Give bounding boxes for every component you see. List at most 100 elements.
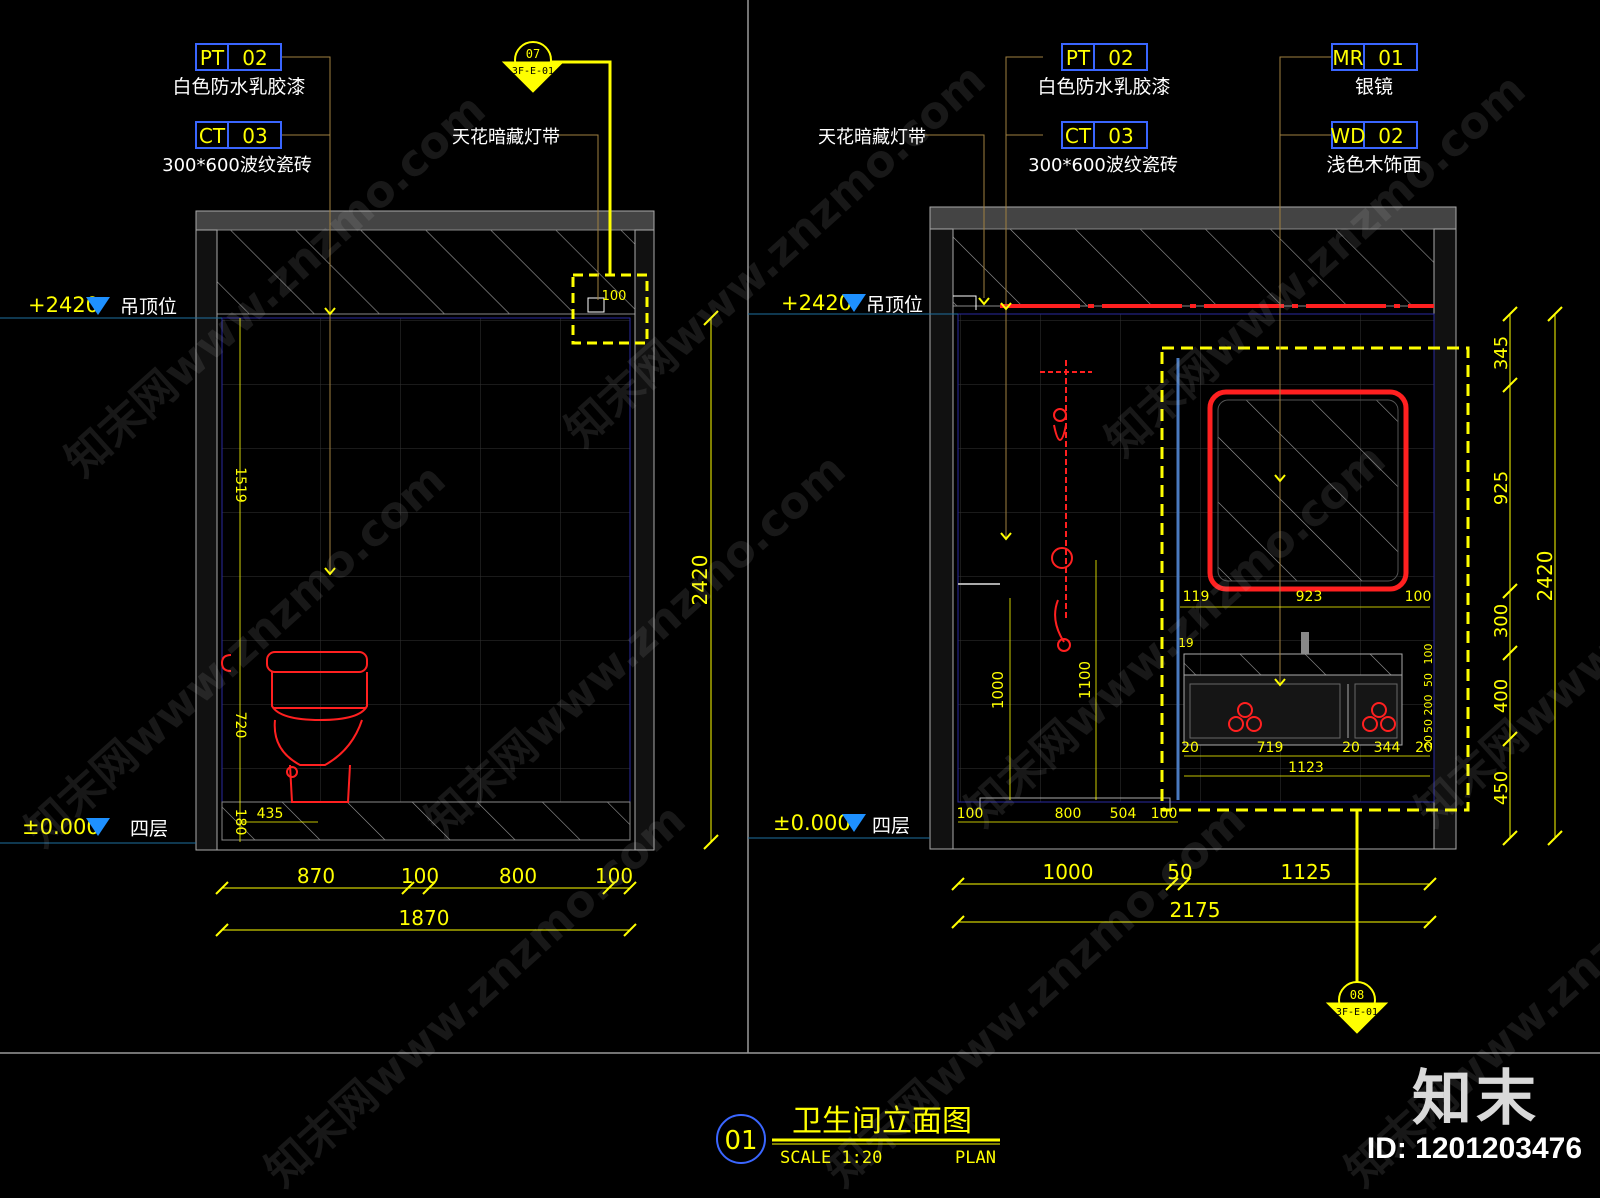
left-cove-dim: 100 [602,289,627,304]
left-ceiling-level-label: 吊顶位 [120,296,177,318]
right-vdim-5: 450 [1491,771,1512,805]
left-leader-light [558,134,599,300]
left-tag-ct-num: 03 [242,124,267,148]
shower-curb [979,797,1171,810]
shower-dim-2: 1100 [1076,661,1094,699]
right-vdim-1: 345 [1491,336,1512,370]
vanity-cabinet [1183,674,1403,746]
right-ceiling-slab [929,206,1457,230]
left-callout-num: 07 [526,47,540,61]
vanity-total: 1123 [1288,760,1324,776]
right-detail-box [1160,346,1470,812]
right-hdim-3: 1125 [1281,860,1332,884]
mirror-dim-2: 923 [1296,589,1323,605]
tissue-holder [220,654,232,672]
title-scale: SCALE 1:20 [780,1148,882,1168]
right-callout-num: 08 [1350,988,1364,1002]
left-leader-ct [281,134,331,575]
left-hdim-1: 870 [297,864,335,888]
vanity-countertop [1183,653,1403,676]
left-tag-pt-code: PT [200,46,225,70]
mirror-glass [1217,399,1399,582]
right-tag-wd-code: WD [1330,124,1365,148]
mirror-dim-1: 119 [1183,589,1210,605]
towels [1228,702,1396,732]
side-dim-5: 50 [1422,719,1435,733]
right-overall-width: 2175 [1170,898,1221,922]
left-floor-level-label: 四层 [130,818,168,840]
right-tag-mr: MR 01 银镜 [1331,43,1418,98]
floor-dim-4: 100 [1151,806,1178,822]
right-light-cove [953,295,977,310]
right-tag-wd-desc: 浅色木饰面 [1326,154,1421,176]
left-callout-line [548,60,612,275]
right-wall-right [1433,228,1457,850]
right-tag-mr-num: 01 [1378,46,1403,70]
right-leader-ct [1005,134,1043,540]
right-vdim-4: 400 [1491,679,1512,713]
left-detail-callout: 07 3F-E-01 [501,41,565,93]
right-tag-ct: CT 03 300*600波纹瓷砖 [1028,121,1178,176]
left-tag-ct-code: CT [199,124,226,148]
vanity-dim-5: 20 [1415,740,1433,756]
right-tag-mr-code: MR [1332,46,1363,70]
right-ceiling-level-value: +2420 [781,291,852,315]
left-overall-width: 1870 [399,906,450,930]
floor-dim-3: 504 [1110,806,1137,822]
mirror-frame [1207,389,1409,592]
side-dim-3: 50 [1422,673,1435,687]
left-hdim-3: 800 [499,864,537,888]
brand-id: ID: 1201203476 [1366,1132,1582,1165]
right-callout-sheet: 3F-E-01 [1336,1007,1378,1018]
left-ceiling-level-icon [86,297,110,315]
title-number: 01 [724,1126,757,1156]
left-ceiling-level-value: +2420 [28,293,99,317]
side-dim-2: 100 [1422,644,1435,665]
right-floor-level-value: ±0.000 [773,811,851,835]
left-vdim-upper: 1519 [232,467,248,503]
title-number-circle [716,1114,766,1164]
right-leader-wd [1279,134,1332,685]
title-block: 01 卫生间立面图 SCALE 1:20 PLAN [716,1104,1000,1168]
right-wall-left [929,228,954,850]
mirror-dim-3: 100 [1405,589,1432,605]
faucet [1301,632,1309,654]
right-hdim-2: 50 [1167,860,1192,884]
left-tag-ct: CT 03 300*600波纹瓷砖 [162,121,312,176]
vanity-dim-1: 20 [1181,740,1199,756]
right-tag-ct-num: 03 [1108,124,1133,148]
title-text: 卫生间立面图 [792,1104,972,1139]
right-floor-level-label: 四层 [872,815,910,837]
left-elevation: PT 02 白色防水乳胶漆 CT 03 300*600波纹瓷砖 天花暗藏灯带 0… [0,41,719,937]
vanity-dim-4: 344 [1374,740,1401,756]
side-dim-1: 19 [1178,636,1193,650]
vanity-drawer-right [1354,683,1398,739]
left-wall-left [195,229,218,851]
side-dim-6: 20 [1422,735,1435,749]
left-wall-right [634,229,655,851]
left-tile-wall [221,317,631,803]
right-tag-pt-desc: 白色防水乳胶漆 [1037,76,1170,98]
left-hdim-4: 100 [595,864,633,888]
right-floor-level-icon [842,814,866,832]
right-hdim-1: 1000 [1043,860,1094,884]
right-elevation: PT 02 白色防水乳胶漆 CT 03 300*600波纹瓷砖 MR 01 银镜… [748,43,1563,1034]
toilet [266,651,368,803]
right-detail-callout: 08 3F-E-01 [1325,981,1389,1034]
floor-dim-1: 100 [957,806,984,822]
right-light-label: 天花暗藏灯带 [818,127,926,148]
right-vdim-3: 300 [1491,604,1512,638]
right-ceiling-level-label: 吊顶位 [866,294,923,316]
shower-set [1040,360,1092,652]
right-leader-light [925,134,985,298]
left-arrow-ct [324,567,336,576]
right-tag-wd-num: 02 [1378,124,1403,148]
left-hdim-2: 100 [401,864,439,888]
left-tag-pt-num: 02 [242,46,267,70]
left-light-cove [587,297,605,313]
left-floor-slab [221,801,631,841]
vanity-drawer-left [1189,683,1341,739]
right-tag-ct-code: CT [1065,124,1092,148]
vanity-dim-2: 719 [1257,740,1284,756]
